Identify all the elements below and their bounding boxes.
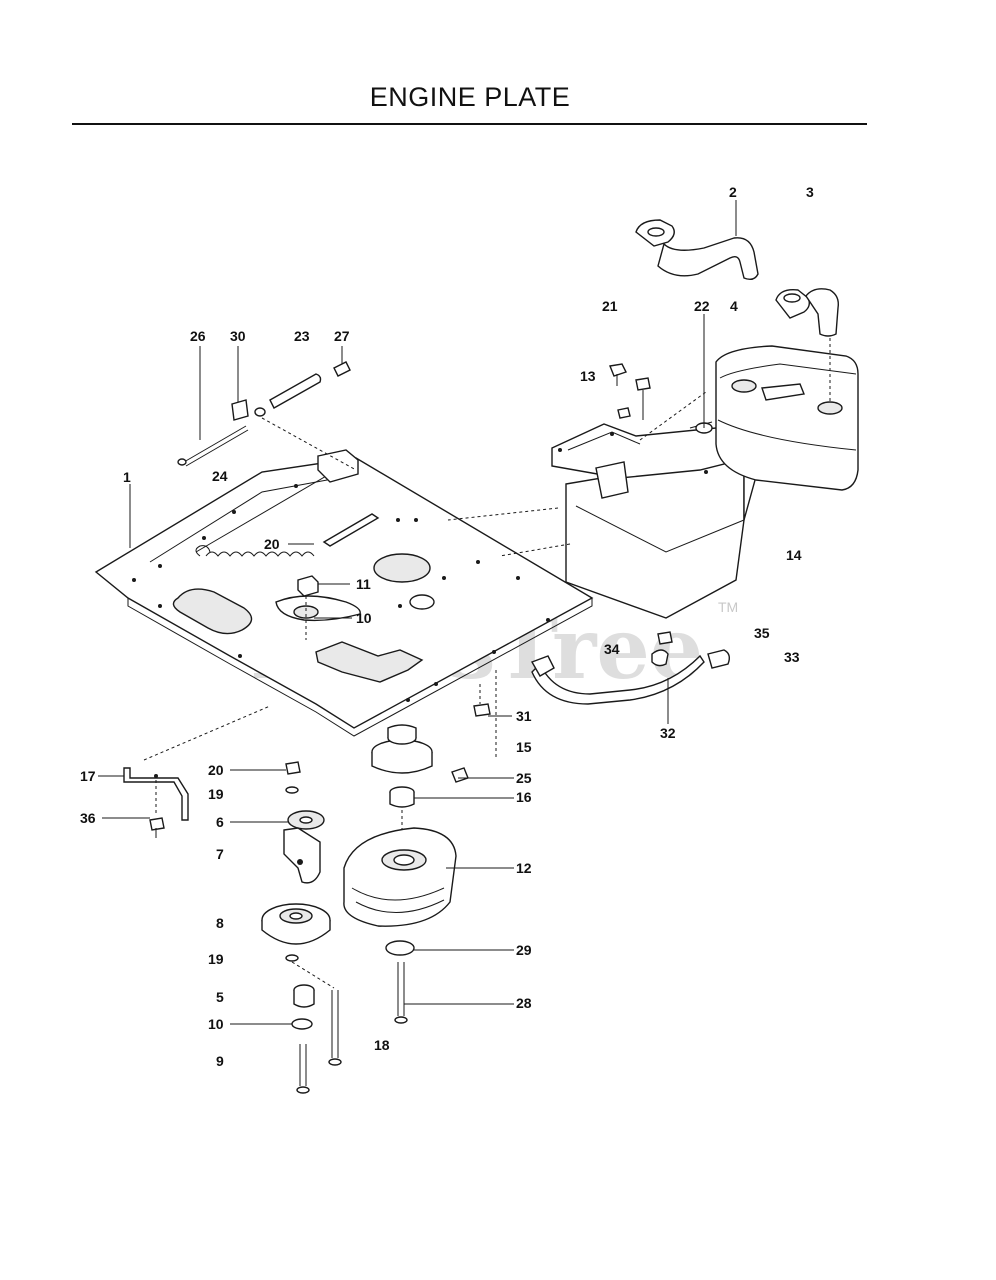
callout-4: 4: [730, 298, 738, 314]
callout-22: 22: [694, 298, 710, 314]
callout-29: 29: [516, 942, 532, 958]
muffler-bracket-part: [551, 391, 749, 499]
callout-10-upper: 10: [356, 610, 372, 626]
pto-clutch-part: [343, 827, 457, 927]
callout-30: 30: [230, 328, 246, 344]
callout-15: 15: [516, 739, 532, 755]
idler-bracket-on-plate: [275, 575, 361, 640]
callout-20-lower: 20: [208, 762, 224, 778]
title-rule: [72, 123, 867, 125]
exhaust-pipe-2-part: [635, 219, 759, 281]
callout-8: 8: [216, 915, 224, 931]
leader-lines: [98, 200, 737, 1025]
idler-arm-part: [283, 810, 325, 884]
callout-6: 6: [216, 814, 224, 830]
callout-2: 2: [729, 184, 737, 200]
callout-21: 21: [602, 298, 618, 314]
callout-10-lower: 10: [208, 1016, 224, 1032]
callout-31: 31: [516, 708, 532, 724]
callout-12: 12: [516, 860, 532, 876]
callout-24: 24: [212, 468, 228, 484]
callout-labels: 1 2 3 4 5 6 7 8 9 10 10 11 12 13 14 15 1…: [80, 184, 814, 1069]
callout-19-lower: 19: [208, 951, 224, 967]
callout-16: 16: [516, 789, 532, 805]
callout-33: 33: [784, 649, 800, 665]
pivot-shaft-part: [177, 361, 357, 471]
callout-13: 13: [580, 368, 596, 384]
callout-3: 3: [806, 184, 814, 200]
callout-23: 23: [294, 328, 310, 344]
tension-spring-part: [195, 545, 315, 557]
idler-pulley-hardware: [285, 954, 342, 1094]
callout-28: 28: [516, 995, 532, 1011]
spindle-pulley-part: [371, 724, 433, 774]
callout-7: 7: [216, 846, 224, 862]
idler-bracket-17-part: [123, 705, 271, 838]
page-title: ENGINE PLATE: [369, 82, 571, 112]
callout-18: 18: [374, 1037, 390, 1053]
clutch-bolt-part: [385, 940, 415, 1024]
callout-36: 36: [80, 810, 96, 826]
callout-19-upper: 19: [208, 786, 224, 802]
callout-35: 35: [754, 625, 770, 641]
callout-25: 25: [516, 770, 532, 786]
callout-5: 5: [216, 989, 224, 1005]
watermark-tm: TM: [718, 599, 738, 615]
bracket-bolts: [609, 363, 713, 434]
callout-32: 32: [660, 725, 676, 741]
callout-9: 9: [216, 1053, 224, 1069]
callout-26: 26: [190, 328, 206, 344]
callout-11: 11: [356, 576, 371, 592]
callout-34: 34: [604, 641, 620, 657]
idler-pulley-part: [261, 903, 331, 945]
callout-1: 1: [123, 469, 131, 485]
callout-20-upper: 20: [264, 536, 280, 552]
exhaust-pipe-3-part: [775, 288, 840, 404]
callout-27: 27: [334, 328, 350, 344]
tailpipe-part: [530, 631, 731, 705]
engine-plate-part: [94, 449, 594, 737]
callout-14: 14: [786, 547, 802, 563]
muffler-part: [715, 345, 859, 491]
idler-hardware: [285, 761, 301, 794]
callout-17: 17: [80, 768, 96, 784]
